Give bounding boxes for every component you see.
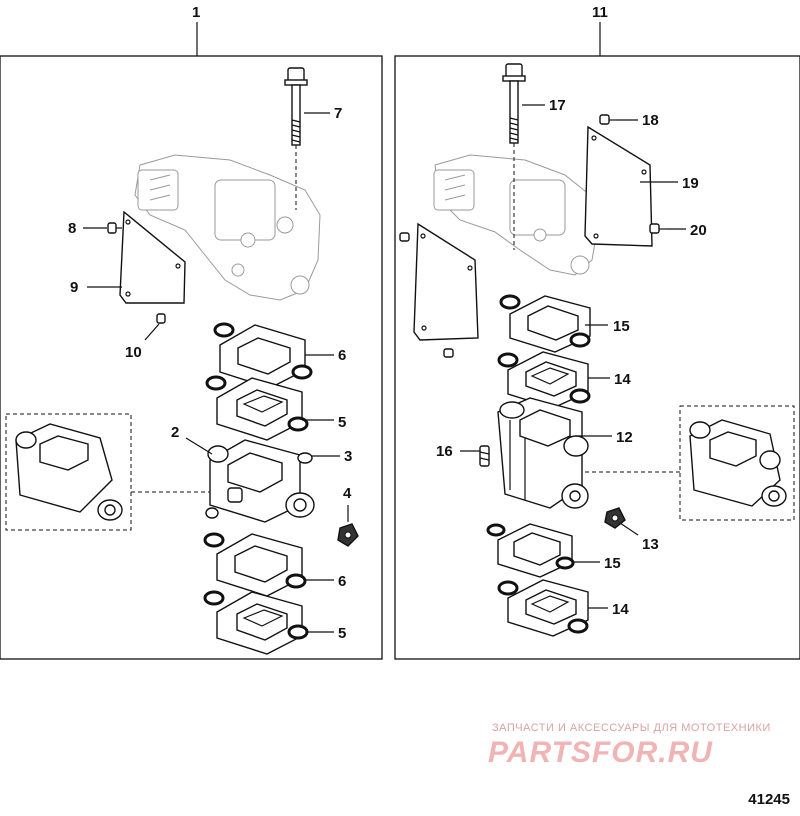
elbow-left — [207, 439, 315, 523]
screw-right-upper — [599, 114, 616, 125]
engine-block-ghost-right — [433, 154, 599, 276]
callout-18: 18 — [642, 112, 659, 129]
right-assembly: 11 17 18 — [394, 4, 800, 660]
gasket-5-upper — [205, 375, 309, 441]
gasket-6-lower — [203, 532, 307, 597]
callout-6a: 6 — [338, 347, 346, 364]
gasket-14-upper — [497, 351, 591, 409]
callout-9: 9 — [70, 279, 78, 296]
callout-14a: 14 — [614, 371, 631, 388]
right-panel-frame — [394, 55, 800, 660]
callout-15b: 15 — [604, 555, 621, 572]
left-assembly: 1 7 8 — [0, 4, 383, 660]
gasket-14-lower — [497, 579, 589, 637]
bolt-left — [284, 67, 308, 210]
gasket-5-lower — [203, 590, 309, 655]
callout-10: 10 — [125, 344, 142, 361]
plug-left — [297, 452, 313, 464]
gasket-15-upper — [499, 294, 591, 353]
callout-4: 4 — [343, 485, 352, 502]
elbow-right — [497, 397, 589, 509]
screw-left-upper — [107, 222, 122, 234]
callout-15a: 15 — [613, 318, 630, 335]
o-ring-left — [205, 507, 219, 519]
callout-20: 20 — [690, 222, 707, 239]
figure-number: 41245 — [748, 791, 790, 808]
detail-elbow-left — [15, 423, 123, 521]
callout-2: 2 — [171, 424, 179, 441]
callout-16: 16 — [436, 443, 453, 460]
fitting-left — [337, 523, 359, 547]
screw-right-lower — [649, 223, 666, 234]
detail-elbow-right — [689, 419, 787, 507]
callout-12: 12 — [616, 429, 633, 446]
callout-17: 17 — [549, 97, 566, 114]
gasket-15-lower — [486, 523, 575, 578]
left-panel-frame — [0, 55, 383, 660]
assembly-label-right: 11 — [592, 4, 608, 21]
callout-5b: 5 — [338, 625, 346, 642]
screw-left-lower — [156, 313, 166, 324]
detail-view-left — [5, 413, 132, 531]
screw-right-aux-upper — [399, 232, 410, 242]
gasket-6-upper — [213, 322, 313, 389]
callout-5a: 5 — [338, 414, 346, 431]
assembly-label-left: 1 — [192, 4, 200, 21]
engine-block-ghost-left — [134, 154, 321, 301]
callout-19: 19 — [682, 175, 699, 192]
watermark-tagline: ЗАПЧАСТИ И АКСЕССУАРЫ ДЛЯ МОТОТЕХНИКИ — [492, 722, 771, 734]
cover-plate-left — [119, 210, 186, 304]
watermark: ЗАПЧАСТИ И АКСЕССУАРЫ ДЛЯ МОТОТЕХНИКИ PA… — [430, 718, 790, 778]
callout-6b: 6 — [338, 573, 346, 590]
callout-3: 3 — [344, 448, 352, 465]
screw-right-aux-lower — [443, 348, 454, 358]
cover-plate-right-aux — [413, 222, 479, 341]
callout-14b: 14 — [612, 601, 629, 618]
bolt-right — [502, 63, 526, 250]
callout-7: 7 — [334, 105, 342, 122]
detail-view-right — [679, 405, 795, 521]
callout-13: 13 — [642, 536, 659, 553]
callout-8: 8 — [68, 220, 76, 237]
watermark-logo: PARTSFOR.RU — [488, 736, 713, 769]
stud-right — [479, 445, 490, 467]
cover-plate-right — [584, 125, 653, 247]
